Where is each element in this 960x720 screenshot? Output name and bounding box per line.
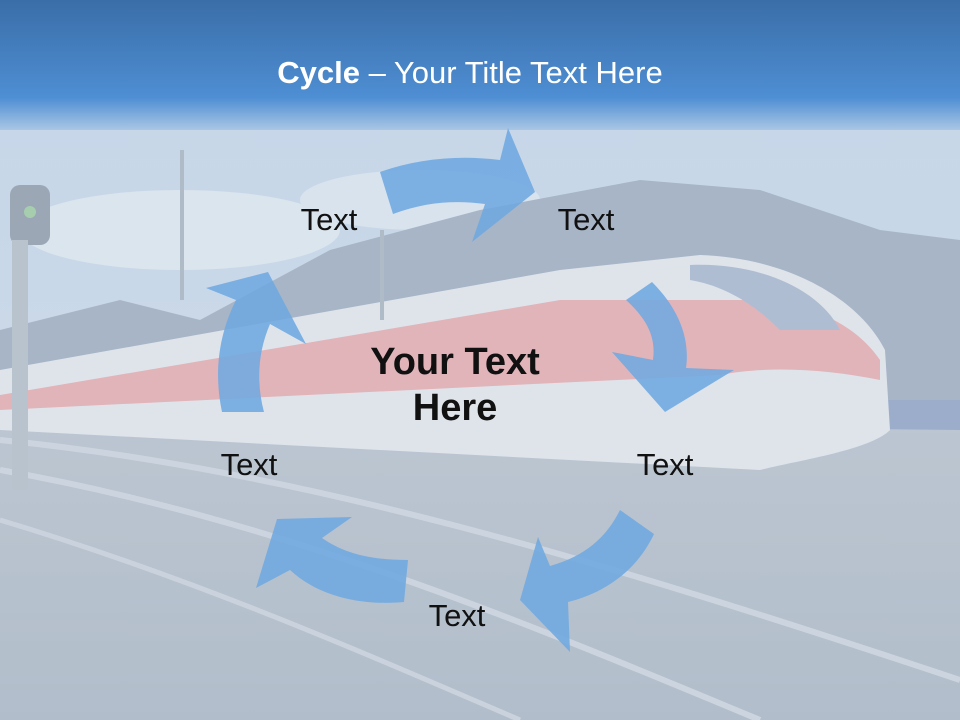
cycle-arrow-2: [612, 282, 734, 412]
title-bold: Cycle: [277, 55, 360, 90]
center-line-2: Here: [412, 386, 498, 429]
cycle-label-2: Text: [557, 202, 615, 237]
cycle-label-1: Text: [300, 202, 358, 237]
cycle-label-3: Text: [636, 447, 694, 482]
slide-title: Cycle – Your Title Text Here: [0, 55, 940, 91]
cycle-arrow-1: [380, 128, 535, 242]
center-text: Your Text Here: [330, 340, 580, 431]
cycle-label-4: Text: [428, 598, 486, 633]
title-band: [0, 0, 960, 130]
cycle-arrow-4: [256, 517, 408, 603]
cycle-arrow-3: [520, 510, 654, 652]
center-line-1: Your Text: [370, 341, 540, 383]
cycle-label-5: Text: [220, 447, 278, 482]
title-rest: – Your Title Text Here: [360, 55, 663, 90]
cycle-arrow-5: [206, 272, 306, 412]
